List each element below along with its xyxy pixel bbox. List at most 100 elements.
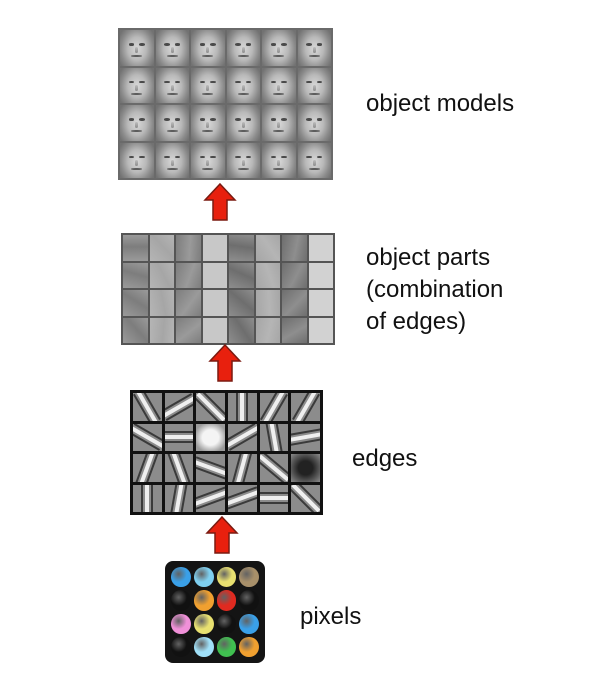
object-part-tile: [308, 317, 333, 343]
pixel-dot: [193, 636, 214, 657]
pixel-dot: [216, 613, 237, 634]
object-part-tile: [149, 262, 174, 288]
pixel-dot: [216, 590, 237, 611]
face-feature-tile: [262, 142, 296, 178]
face-feature-tile: [155, 67, 189, 103]
edges-label: edges: [352, 443, 417, 475]
face-feature-tile: [262, 67, 296, 103]
edge-filter-tile: [227, 393, 257, 421]
object-part-tile: [149, 317, 174, 343]
object-part-tile: [255, 235, 280, 261]
object-part-tile: [176, 317, 201, 343]
object-parts-label: object parts (combination of edges): [366, 242, 503, 338]
edge-filter-tile: [196, 393, 225, 421]
edge-filter-tile: [133, 393, 162, 421]
object-models-panel: [118, 28, 333, 180]
object-parts-label-line: of edges): [366, 308, 467, 335]
edge-filter-tile: [227, 484, 257, 512]
object-part-tile: [123, 235, 148, 261]
object-part-tile: [255, 317, 280, 343]
face-feature-tile: [120, 67, 154, 103]
object-part-tile: [202, 317, 227, 343]
object-part-tile: [176, 235, 201, 261]
face-feature-tile: [226, 67, 260, 103]
object-part-tile: [282, 290, 307, 316]
face-feature-tile: [120, 30, 154, 66]
edge-filter-tile: [291, 484, 320, 512]
pixel-dot: [193, 590, 214, 611]
edge-filter-tile: [133, 454, 162, 482]
object-part-tile: [308, 235, 333, 261]
edge-filter-tile: [227, 423, 257, 451]
object-part-tile: [123, 317, 148, 343]
pixel-dot: [216, 567, 237, 588]
object-part-tile: [123, 262, 148, 288]
face-feature-tile: [297, 30, 331, 66]
face-feature-tile: [120, 105, 154, 141]
object-part-tile: [202, 262, 227, 288]
face-feature-tile: [297, 67, 331, 103]
object-parts-panel: [121, 233, 335, 345]
edge-filter-tile: [196, 423, 225, 451]
face-feature-tile: [262, 105, 296, 141]
object-part-tile: [202, 235, 227, 261]
object-part-tile: [282, 317, 307, 343]
pixel-dot: [216, 636, 237, 657]
edge-filter-tile: [164, 423, 194, 451]
pixels-label-line: pixels: [300, 603, 362, 630]
pixel-dot: [171, 636, 191, 657]
face-feature-tile: [297, 105, 331, 141]
face-feature-tile: [226, 30, 260, 66]
pixels-label: pixels: [300, 601, 361, 633]
pixel-dot: [239, 567, 259, 588]
pixel-dot: [193, 567, 214, 588]
object-models-label: object models: [366, 88, 514, 120]
edge-filter-tile: [259, 454, 289, 482]
face-feature-tile: [155, 142, 189, 178]
object-part-tile: [255, 262, 280, 288]
object-part-tile: [308, 290, 333, 316]
face-feature-tile: [191, 30, 225, 66]
edge-filter-tile: [164, 393, 194, 421]
object-part-tile: [229, 262, 254, 288]
pixel-dot: [239, 613, 259, 634]
object-part-tile: [282, 262, 307, 288]
pixels-panel: [165, 561, 265, 663]
up-arrow-icon: [203, 182, 237, 221]
edge-filter-tile: [196, 484, 225, 512]
object-part-tile: [282, 235, 307, 261]
object-part-tile: [176, 262, 201, 288]
edge-filter-tile: [259, 484, 289, 512]
edge-filter-tile: [164, 454, 194, 482]
object-part-tile: [149, 290, 174, 316]
edges-label-line: edges: [352, 445, 418, 472]
face-feature-tile: [226, 142, 260, 178]
pixel-dot: [193, 613, 214, 634]
object-part-tile: [229, 235, 254, 261]
face-feature-tile: [191, 142, 225, 178]
edge-filter-tile: [133, 423, 162, 451]
face-feature-tile: [191, 105, 225, 141]
object-part-tile: [229, 290, 254, 316]
edge-filter-tile: [259, 423, 289, 451]
edge-filter-tile: [259, 393, 289, 421]
face-feature-tile: [155, 105, 189, 141]
object-part-tile: [176, 290, 201, 316]
face-feature-tile: [297, 142, 331, 178]
face-feature-tile: [120, 142, 154, 178]
edges-panel: [130, 390, 323, 515]
object-part-tile: [229, 317, 254, 343]
edge-filter-tile: [164, 484, 194, 512]
pixel-dot: [171, 567, 191, 588]
edge-filter-tile: [227, 454, 257, 482]
object-parts-label-line: (combination: [366, 276, 504, 303]
pixel-dot: [239, 636, 259, 657]
pixel-dot: [239, 590, 259, 611]
pixel-dot: [171, 590, 191, 611]
up-arrow-icon: [205, 515, 239, 554]
edge-filter-tile: [133, 484, 162, 512]
face-feature-tile: [191, 67, 225, 103]
object-part-tile: [149, 235, 174, 261]
edge-filter-tile: [196, 454, 225, 482]
face-feature-tile: [262, 30, 296, 66]
